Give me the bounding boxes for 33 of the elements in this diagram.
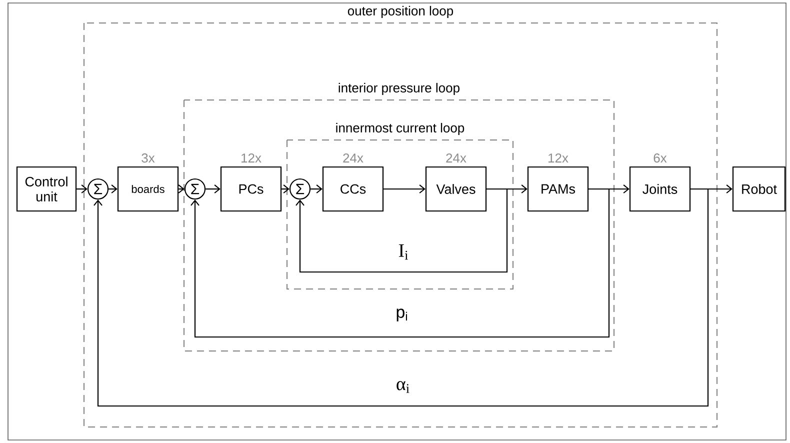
- node-label: interior pressure loop: [338, 82, 460, 96]
- arrow: [206, 184, 220, 194]
- count-label: 24x: [446, 153, 466, 163]
- summing-junction: Σ: [289, 178, 311, 200]
- node-label: innermost current loop: [336, 122, 464, 136]
- count-label: 12x: [548, 153, 568, 163]
- edge-label: I$_{i}$: [398, 244, 408, 260]
- arrow: [76, 184, 88, 194]
- summing-junction: Σ: [87, 178, 109, 200]
- block: PAMs: [527, 166, 589, 212]
- edge-label: p$_{i}$: [396, 308, 407, 322]
- block: Joints: [629, 166, 691, 212]
- arrow: [108, 184, 118, 194]
- block: CCs: [322, 166, 384, 212]
- count-label: 24x: [343, 153, 364, 163]
- node-label: outer position loop: [348, 6, 454, 18]
- count-label: 12x: [242, 153, 262, 163]
- edge-label: α$_{i}$: [396, 381, 410, 393]
- arrow: [178, 184, 184, 194]
- feedback-arrow: [190, 188, 610, 338]
- arrow: [384, 184, 426, 194]
- summing-junction: Σ: [184, 178, 206, 200]
- block: Robot: [732, 166, 786, 212]
- feedback-arrow: [296, 188, 508, 273]
- count-label: 3x: [142, 153, 155, 163]
- count-label: 6x: [654, 153, 667, 163]
- arrow: [282, 184, 290, 194]
- block: Control unit: [16, 166, 77, 212]
- arrow: [310, 184, 322, 194]
- block: boards: [117, 166, 179, 212]
- block: Valves: [425, 166, 487, 212]
- feedback-arrow: [94, 188, 709, 407]
- block: PCs: [220, 166, 282, 212]
